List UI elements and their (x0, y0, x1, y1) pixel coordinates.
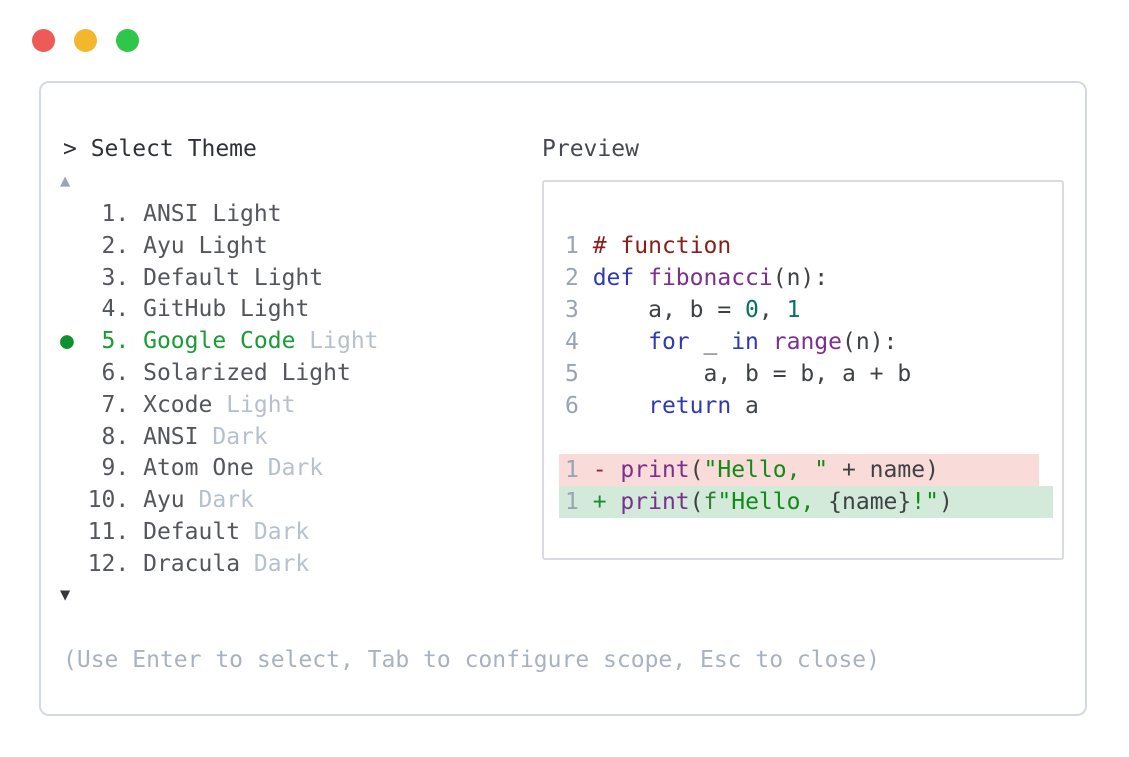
code-line: 4 for _ in range(n): (565, 329, 898, 355)
code-line: 2 def fibonacci(n): (565, 265, 829, 291)
scroll-up-icon[interactable]: ▲ (60, 171, 71, 191)
code-line: 6 return a (565, 393, 759, 419)
code-line: 1 # function (565, 233, 732, 259)
theme-list-item[interactable]: 10. Ayu Dark (73, 487, 254, 514)
minimize-button-icon[interactable] (74, 29, 97, 52)
diff-line-removed: 1 - print("Hello, " + name) (559, 454, 1062, 486)
diff-highlight-removed: 1 - print("Hello, " + name) (559, 454, 1039, 486)
theme-list-item[interactable]: 6. Solarized Light (73, 359, 351, 386)
theme-list-item[interactable]: 3. Default Light (73, 264, 324, 291)
code-line: 3 a, b = 0, 1 (565, 297, 801, 323)
theme-list-item[interactable]: 1. ANSI Light (73, 201, 282, 227)
preview-title: Preview (542, 136, 639, 162)
dialog-prompt: > Select Theme (63, 136, 257, 162)
diff-highlight-added: 1 + print(f"Hello, {name}!") (559, 486, 1053, 518)
theme-list-item[interactable]: 9. Atom One Dark (73, 455, 324, 482)
preview-pane: 1 # function 2 def fibonacci(n): 3 a, b = … (542, 180, 1064, 560)
keyboard-hints: (Use Enter to select, Tab to configure s… (63, 647, 880, 673)
maximize-button-icon[interactable] (116, 29, 139, 52)
theme-list-item[interactable]: 7. Xcode Light (73, 391, 296, 418)
theme-list-item[interactable]: 2. Ayu Light (73, 232, 268, 259)
theme-list: 1. ANSI Light 2. Ayu Light 3. Default Li… (60, 199, 379, 581)
blank-line (565, 422, 1062, 454)
close-button-icon[interactable] (32, 29, 55, 52)
scroll-down-icon[interactable]: ▼ (60, 585, 71, 605)
theme-list-item[interactable]: 12. Dracula Dark (73, 550, 310, 577)
theme-list-item[interactable]: ● 5. Google Code Light (60, 328, 379, 355)
theme-list-item[interactable]: 4. GitHub Light (73, 296, 310, 323)
theme-list-item[interactable]: 8. ANSI Dark (73, 423, 268, 450)
diff-line-added: 1 + print(f"Hello, {name}!") (559, 486, 1062, 518)
window-controls (32, 29, 139, 52)
code-line: 5 a, b = b, a + b (565, 361, 912, 387)
theme-picker-dialog: > Select Theme ▲ 1. ANSI Light 2. Ayu Li… (39, 81, 1087, 716)
theme-list-item[interactable]: 11. Default Dark (73, 518, 310, 545)
